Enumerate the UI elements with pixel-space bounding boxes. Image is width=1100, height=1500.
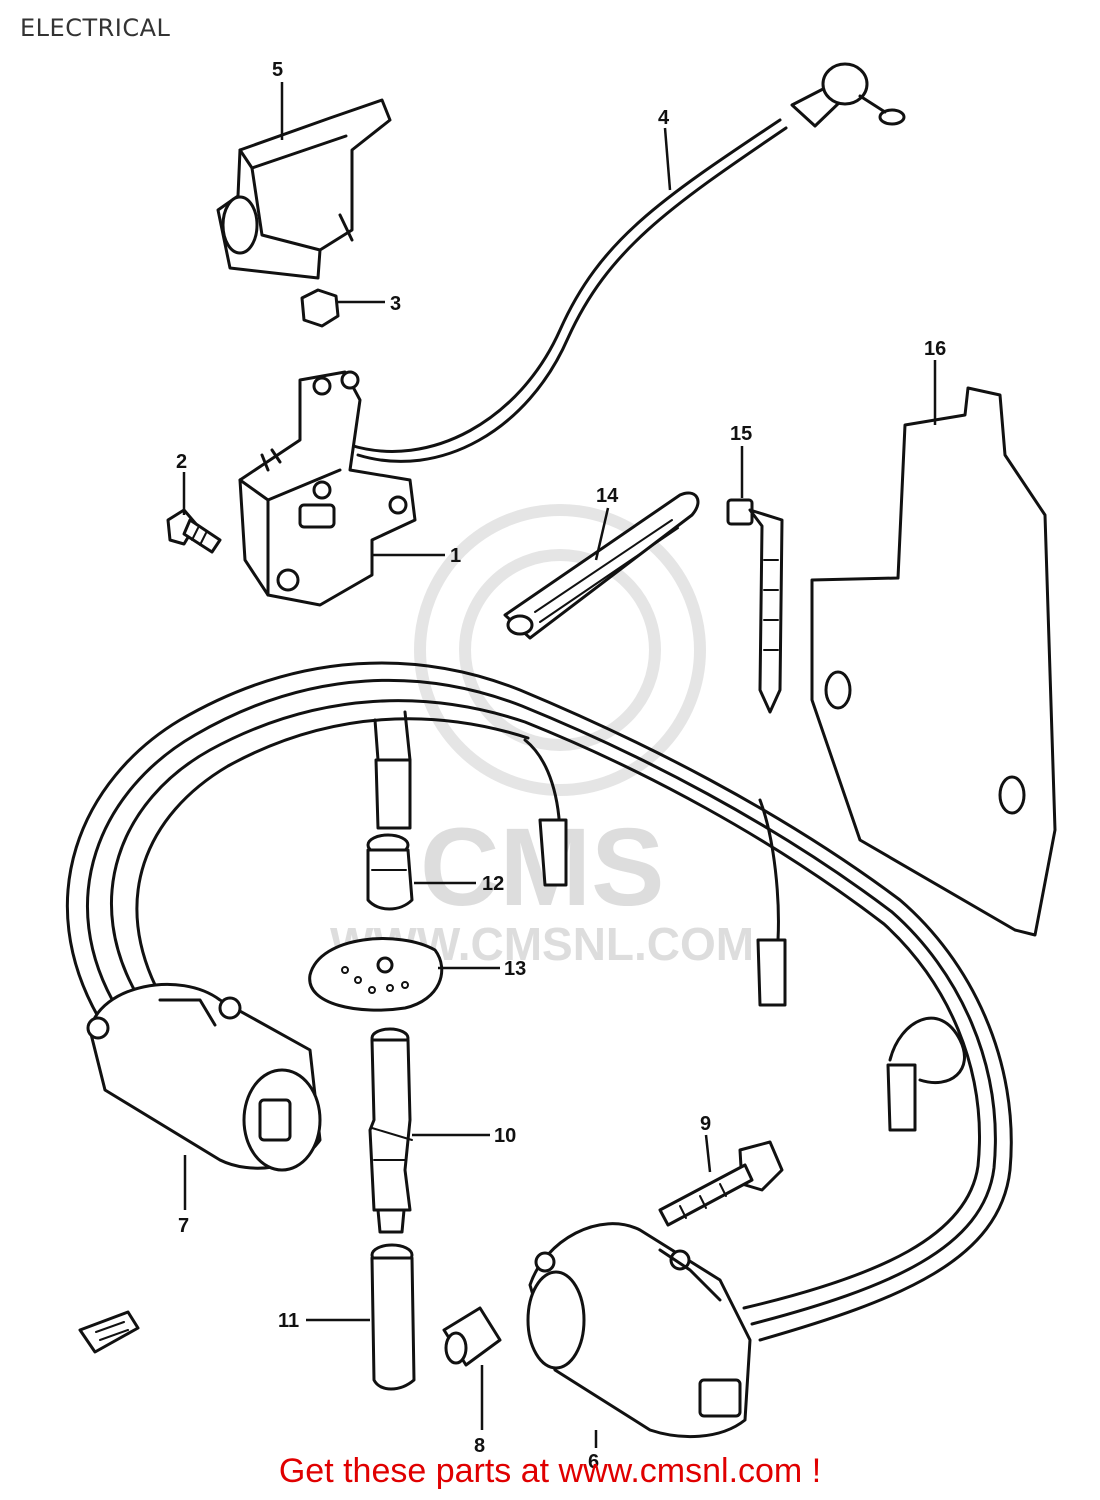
- footer-promo-link[interactable]: Get these parts at www.cmsnl.com !: [278, 1452, 822, 1490]
- leader-lines: [182, 82, 937, 1448]
- part-7-ignition-coil[interactable]: [86, 982, 322, 1172]
- watermark-logo: CMS WWW.CMSNL.COM: [330, 504, 754, 970]
- callout-15: 15: [730, 423, 752, 445]
- page-title: ELECTRICAL: [20, 14, 171, 42]
- part-2-bolt[interactable]: [166, 508, 222, 554]
- callout-1: 1: [450, 545, 461, 567]
- callout-9: 9: [700, 1113, 711, 1135]
- part-11-sleeve[interactable]: [370, 1243, 416, 1391]
- callout-labels: 5 3 4 2 1 14 15 16 12 13 10 9 7 11 8 6: [176, 59, 946, 1473]
- part-1-starter-relay[interactable]: [238, 370, 417, 607]
- callout-13: 13: [504, 958, 526, 980]
- part-9-bolt[interactable]: [658, 1140, 784, 1227]
- callout-6: 6: [588, 1451, 599, 1473]
- part-5-relay-cover[interactable]: [216, 98, 392, 280]
- callout-8: 8: [474, 1435, 485, 1457]
- callout-3: 3: [390, 293, 401, 315]
- high-tension-cords[interactable]: [66, 661, 1013, 1342]
- callout-11: 11: [278, 1310, 299, 1332]
- callout-5: 5: [272, 59, 283, 81]
- part-14-ground-strap[interactable]: [503, 491, 700, 640]
- part-12-plug-cap[interactable]: [366, 833, 414, 911]
- front-arrow-icon: [78, 1310, 140, 1354]
- part-4-lead-wire[interactable]: [348, 62, 906, 463]
- part-6-ignition-coil[interactable]: [526, 1222, 752, 1438]
- part-10-plug-cap[interactable]: [368, 1027, 413, 1234]
- callout-7: 7: [178, 1215, 189, 1237]
- callout-2: 2: [176, 451, 187, 473]
- part-16-panel[interactable]: [810, 386, 1057, 937]
- callout-14: 14: [596, 485, 619, 507]
- part-15-cable-tie[interactable]: [726, 498, 784, 714]
- callout-4: 4: [658, 107, 670, 129]
- part-13-plate[interactable]: [308, 937, 444, 1012]
- part-8-cap[interactable]: [442, 1306, 502, 1367]
- callout-16: 16: [924, 338, 946, 360]
- callout-10: 10: [494, 1125, 516, 1147]
- part-3-nut[interactable]: [300, 288, 340, 328]
- callout-12: 12: [482, 873, 504, 895]
